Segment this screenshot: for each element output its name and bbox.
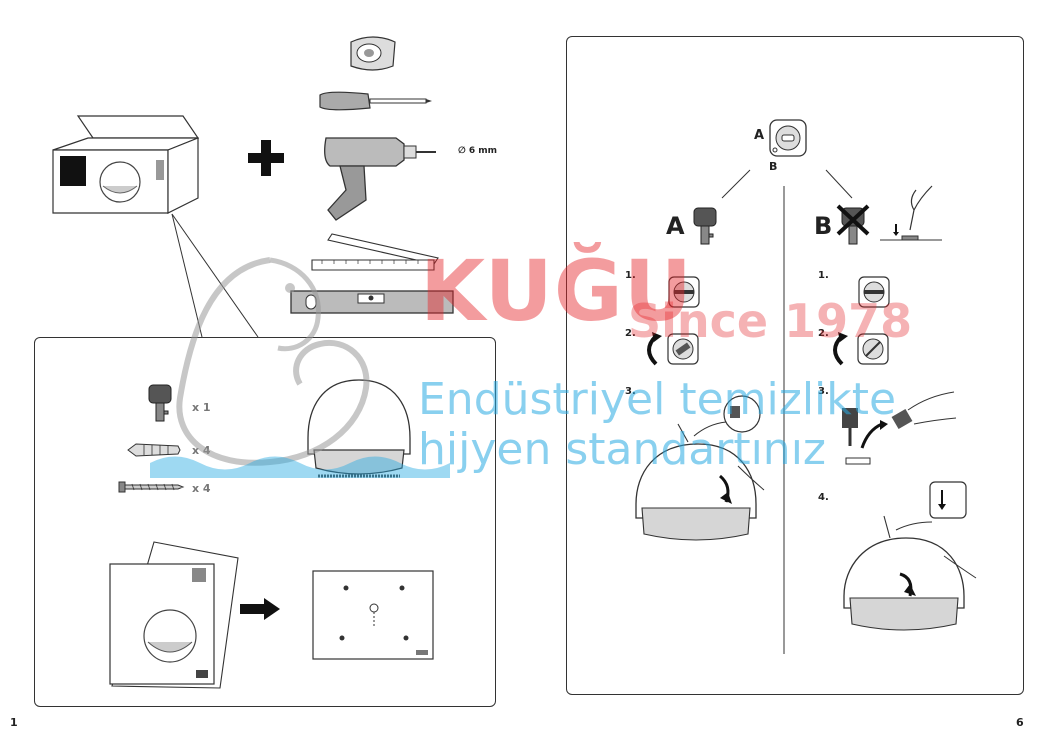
spirit-level-icon [290,290,454,314]
lock-icon [769,119,807,157]
swan-logo-watermark [176,257,370,466]
product-box-illustration [52,115,200,214]
plus-icon [248,140,284,176]
drill-icon [324,137,436,221]
lock-label-a: A [754,128,765,143]
rotate-key-b-icon [833,332,889,366]
right-arrow-icon [240,598,280,620]
wall-plug-icon [127,443,181,457]
watermark-line2: hijyen standartınız [418,424,827,475]
box-contents-panel [34,337,496,707]
unlock-position-b-icon [858,276,890,308]
step-b-4: 4. [818,492,829,503]
key-instructions-panel [566,36,1024,695]
instruction-booklet-illustration [109,541,239,689]
step-b-2: 2. [818,328,829,339]
watermark-since: Since 1978 [628,294,913,348]
step-a-3: 3. [625,386,636,397]
open-dispenser-b-illustration [843,481,977,631]
watermark-line1: Endüstriyel temizlikte [418,374,897,425]
page-number-right: 6 [1016,716,1024,729]
tape-icon [350,36,396,71]
step-b-1: 1. [818,270,829,281]
option-a-label: A [666,212,685,240]
open-dispenser-a-illustration [635,395,765,541]
screw-quantity: x 4 [192,482,211,495]
key-quantity: x 1 [192,401,211,414]
screwdriver-icon [319,91,432,111]
wave-watermark [150,456,450,478]
option-b-label: B [814,212,833,240]
unlock-position-icon [668,276,700,308]
rotate-key-icon [647,332,699,366]
hand-press-icon [880,185,942,241]
key-b-crossed-icon [836,204,870,245]
step-b-3: 3. [818,386,829,397]
step-a-1: 1. [625,270,636,281]
key-icon [148,384,172,422]
step-a-2: 2. [625,328,636,339]
key-a-icon [693,207,717,245]
folding-ruler-icon [311,233,439,271]
screw-icon [118,481,185,493]
tool-remove-illustration [842,391,957,465]
page-number-left: 1 [10,716,18,729]
lock-label-b: B [769,160,778,173]
drilling-template-illustration [312,570,434,660]
drill-size-label: ∅ 6 mm [458,146,497,156]
watermark-brand: KUĞU [420,242,693,340]
